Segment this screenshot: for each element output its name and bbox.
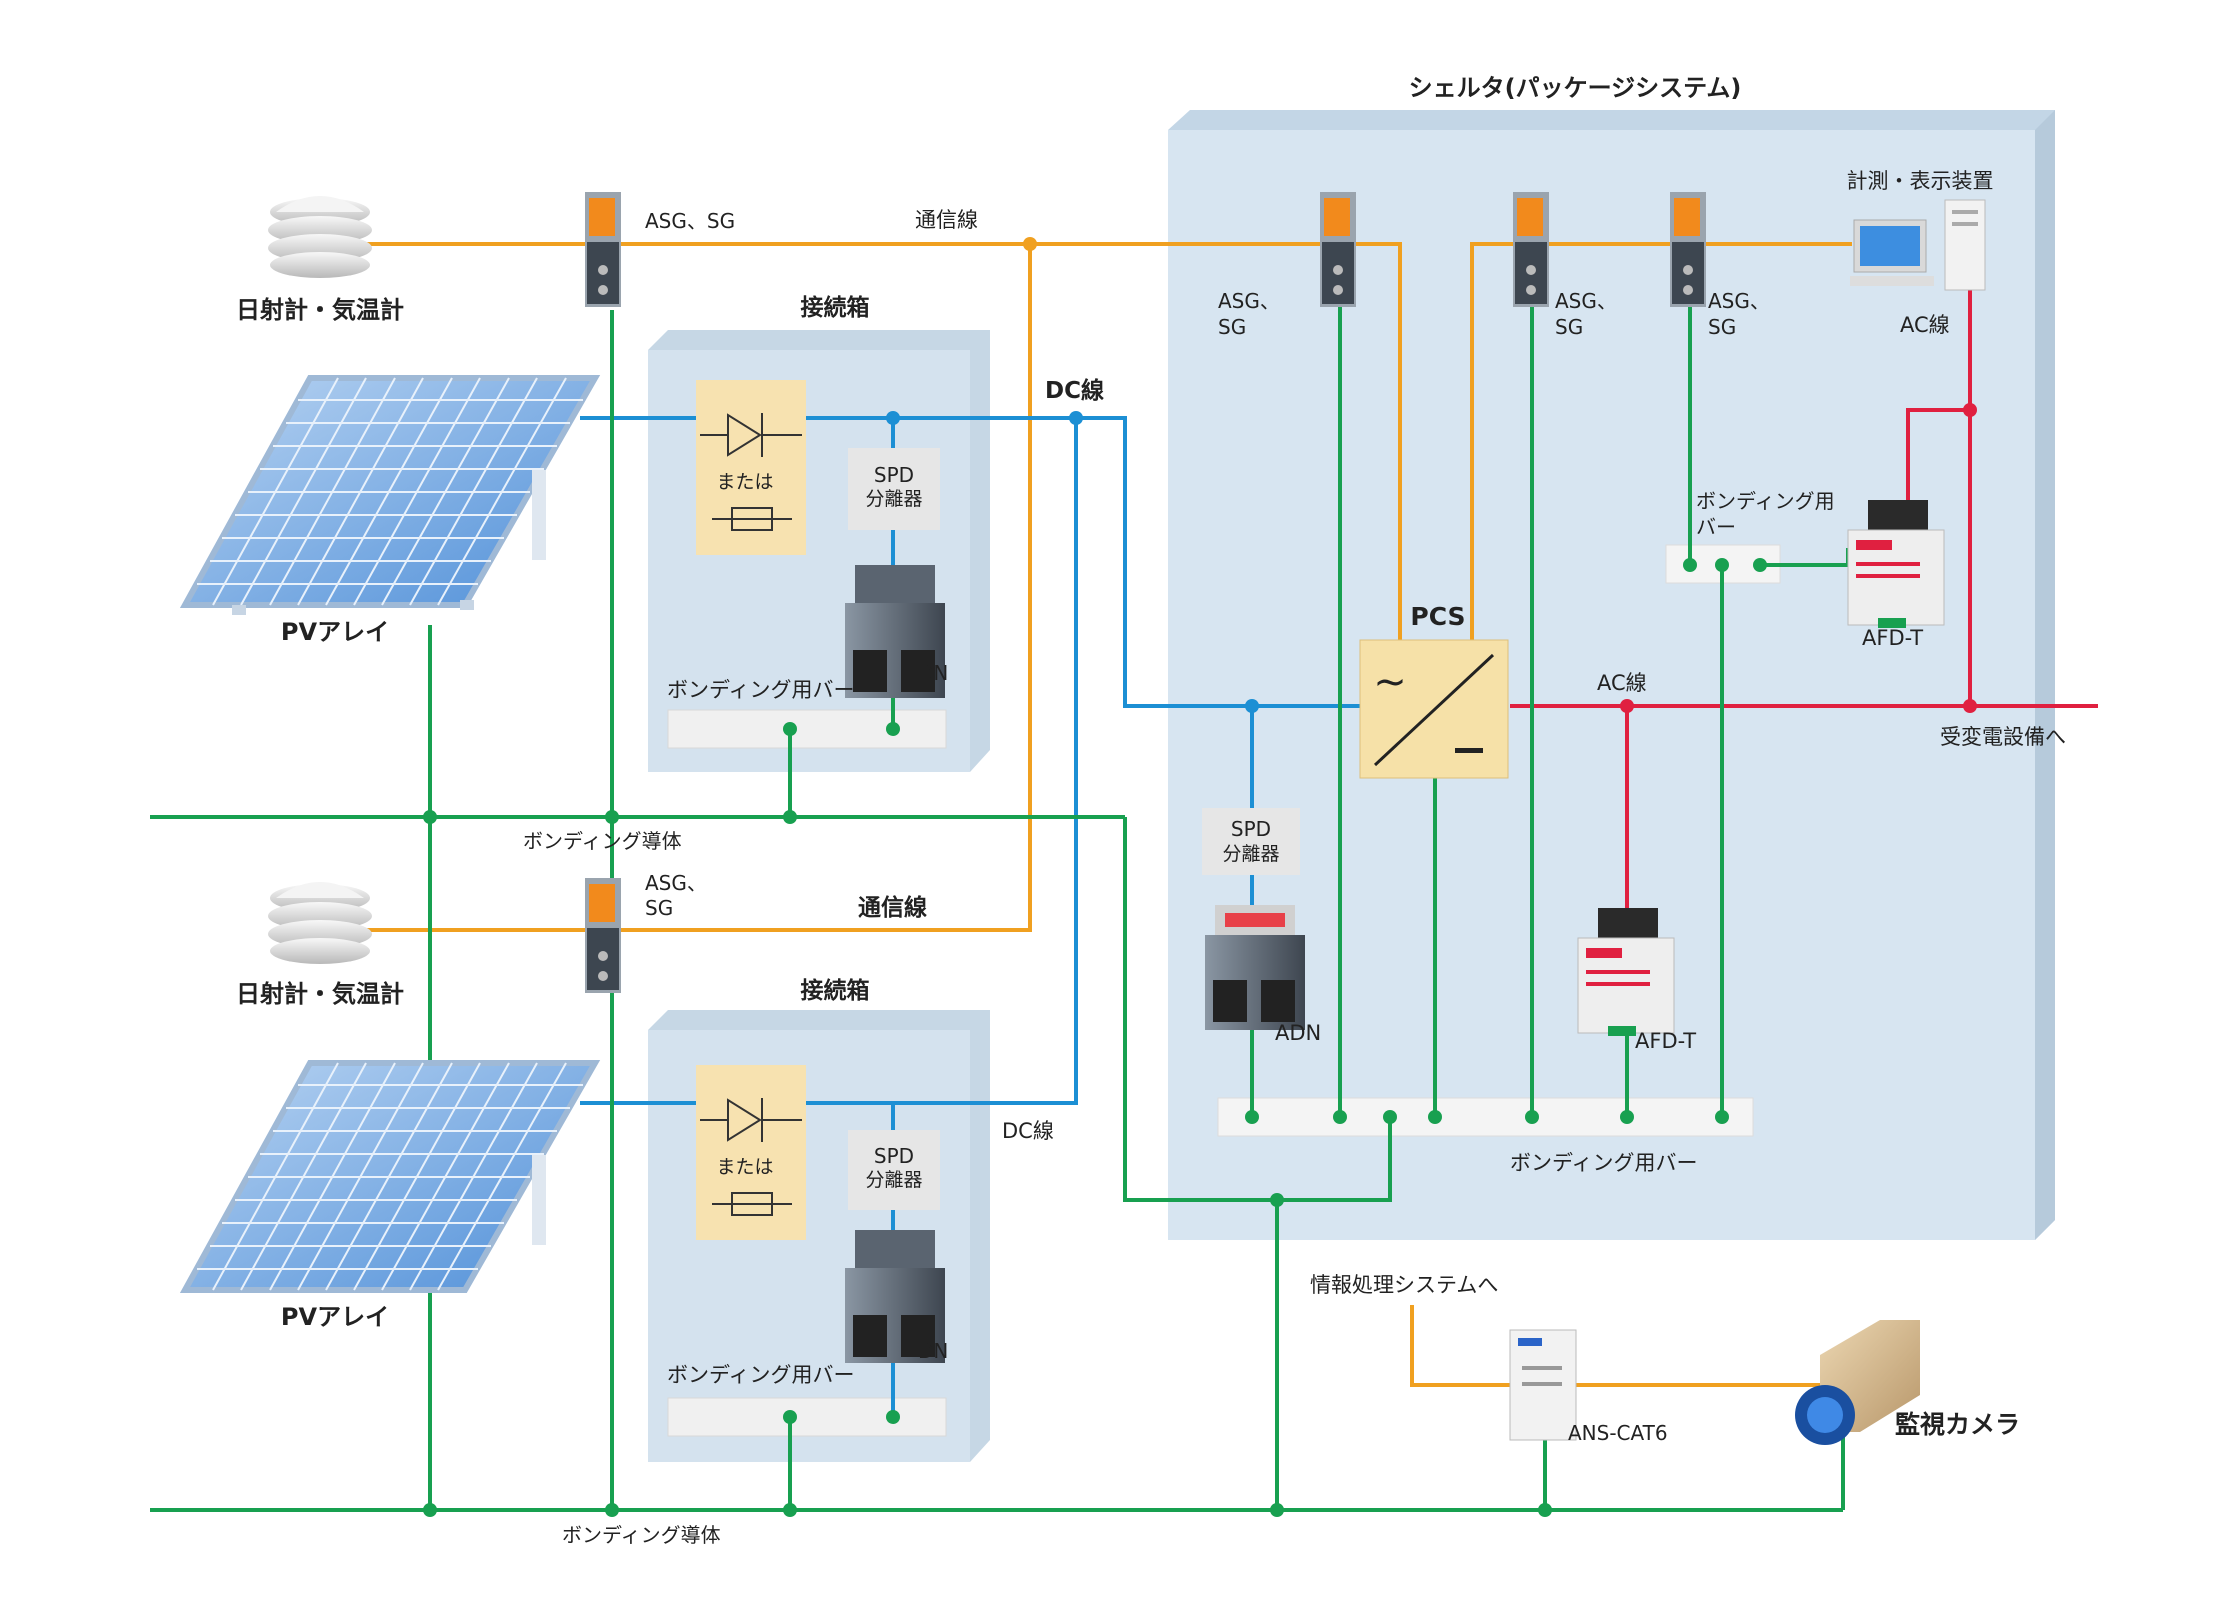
ac-line-label: AC線 <box>1597 671 1647 695</box>
or-label-bottom: または <box>716 1156 773 1178</box>
pcs-inverter <box>1359 639 1509 779</box>
ac-lines <box>1510 290 2098 908</box>
dc-line-label-top: DC線 <box>1045 377 1104 404</box>
communication-lines <box>345 242 1852 1387</box>
dn-device-top <box>845 565 945 698</box>
ans-cat6-device <box>1509 1329 1577 1441</box>
camera-label: 監視カメラ <box>1895 1410 2020 1439</box>
spd-separator-top <box>848 448 940 530</box>
shelter-asg-2a: ASG、 <box>1555 289 1617 313</box>
asg-sg-label-bottom-2: SG <box>645 896 673 920</box>
junction-box-label-bottom: 接続箱 <box>801 977 870 1004</box>
dn-device-bottom <box>845 1230 945 1363</box>
diode-or-fuse-top <box>696 380 806 555</box>
adn-label: ADN <box>1275 1021 1321 1045</box>
shelter <box>1168 110 2055 1240</box>
measurement-label: 計測・表示装置 <box>1847 169 1994 193</box>
comm-line-label-bottom: 通信線 <box>858 894 927 921</box>
or-label-top: または <box>716 471 773 493</box>
pv-label-bottom: PVアレイ <box>281 1303 389 1331</box>
asg-sg-device-top-left <box>585 192 621 307</box>
sensor-dome-bottom <box>268 882 372 964</box>
bonding-bar-small-label-1: ボンディング用 <box>1696 489 1835 513</box>
adn-device <box>1205 905 1305 1030</box>
spd-separator-shelter <box>1202 808 1300 875</box>
ac-line-vertical-label: AC線 <box>1900 313 1950 337</box>
sensor-label-bottom: 日射計・気温計 <box>236 980 404 1008</box>
junction-dots <box>423 558 1767 1517</box>
asg-sg-device-shelter-2 <box>1513 192 1549 307</box>
afd-t-device-top <box>1847 500 1945 628</box>
junction-box-label-top: 接続箱 <box>801 294 870 321</box>
pcs-ac-symbol: ~ <box>1373 659 1407 705</box>
shelter-asg-2b: SG <box>1555 315 1583 339</box>
diode-or-fuse-bottom <box>696 1065 806 1240</box>
bonding-bar-shelter <box>1217 1097 1754 1137</box>
bonding-conductor-label-bottom: ボンディング導体 <box>562 1523 721 1547</box>
afd-t-label-bottom: AFD-T <box>1635 1029 1696 1053</box>
spd-shelter-1: SPD <box>1231 817 1271 841</box>
sensor-label-top: 日射計・気温計 <box>236 296 404 324</box>
bonding-bar-shelter-label: ボンディング用バー <box>1510 1151 1698 1175</box>
to-info-system-label: 情報処理システムへ <box>1310 1273 1498 1297</box>
pv-label-top: PVアレイ <box>281 618 389 646</box>
surveillance-camera <box>1795 1320 1920 1445</box>
afd-t-label-top: AFD-T <box>1862 626 1923 650</box>
shelter-asg-3a: ASG、 <box>1708 289 1770 313</box>
shelter-asg-1a: ASG、 <box>1218 289 1280 313</box>
measurement-display-device <box>1850 199 1986 291</box>
bonding-bar-small-label-2: バー <box>1696 515 1736 539</box>
ans-cat6-label: ANS-CAT6 <box>1568 1421 1668 1445</box>
shelter-asg-1b: SG <box>1218 315 1246 339</box>
shelter-asg-3b: SG <box>1708 315 1736 339</box>
spd-bottom-2: 分離器 <box>865 1169 922 1191</box>
dn-label-bottom: DN <box>918 1339 948 1363</box>
bonding-bar-jb-top <box>667 709 947 749</box>
to-substation-label: 受変電設備へ <box>1940 725 2066 749</box>
asg-sg-label-top: ASG、SG <box>645 209 735 233</box>
afd-t-device-bottom <box>1577 908 1675 1036</box>
comm-line-label-top: 通信線 <box>915 208 978 232</box>
spd-separator-bottom <box>848 1130 940 1210</box>
asg-sg-device-bottom-left <box>585 878 621 993</box>
bonding-bar-label-jb-bottom: ボンディング用バー <box>667 1363 855 1387</box>
dn-label-top: DN <box>918 661 948 685</box>
spd-top-2: 分離器 <box>865 488 922 510</box>
bonding-conductor-label-top: ボンディング導体 <box>523 829 682 853</box>
spd-top-1: SPD <box>874 463 914 487</box>
pv-array-top <box>179 375 601 615</box>
spd-bottom-1: SPD <box>874 1144 914 1168</box>
spd-shelter-2: 分離器 <box>1222 843 1279 865</box>
shelter-title: シェルタ(パッケージシステム) <box>1409 74 1742 102</box>
asg-sg-device-shelter-3 <box>1670 192 1706 307</box>
bonding-bar-jb-bottom <box>667 1397 947 1437</box>
asg-sg-device-shelter-1 <box>1320 192 1356 307</box>
sensor-dome-top <box>268 196 372 278</box>
bonding-bar-label-jb-top: ボンディング用バー <box>667 678 855 702</box>
dc-line-label-bottom: DC線 <box>1002 1119 1054 1143</box>
pcs-label: PCS <box>1410 602 1465 631</box>
pv-array-bottom <box>179 1060 601 1293</box>
asg-sg-label-bottom-1: ASG、 <box>645 871 707 895</box>
